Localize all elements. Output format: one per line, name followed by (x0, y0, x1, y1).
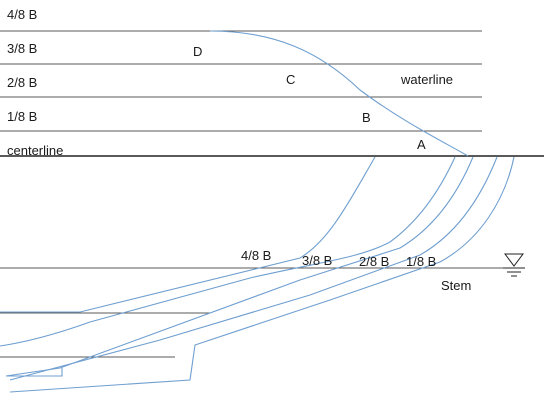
water-surface-icon (503, 253, 525, 277)
label-level-2-8: 2/8 B (7, 75, 37, 90)
section-curve-3-8 (0, 156, 456, 347)
point-label-d: D (193, 44, 202, 59)
section-curve-stem (9, 156, 515, 393)
curve-label-3-8: 3/8 B (302, 253, 332, 268)
section-curve-1-8 (9, 156, 498, 381)
label-level-1-8: 1/8 B (7, 109, 37, 124)
section-curve-4-8 (0, 156, 376, 313)
keel-notch (6, 368, 63, 377)
label-level-4-8: 4/8 B (7, 7, 37, 22)
section-curve-2-8 (5, 156, 474, 377)
point-label-a: A (417, 137, 426, 152)
label-stem: Stem (441, 278, 471, 293)
label-centerline: centerline (7, 143, 63, 158)
stem-profile-curve (209, 30, 469, 157)
curve-label-2-8: 2/8 B (359, 254, 389, 269)
label-level-3-8: 3/8 B (7, 41, 37, 56)
curve-label-1-8: 1/8 B (406, 254, 436, 269)
label-waterline: waterline (400, 72, 453, 87)
point-label-c: C (286, 72, 295, 87)
point-label-b: B (362, 110, 371, 125)
curve-label-4-8: 4/8 B (241, 248, 271, 263)
